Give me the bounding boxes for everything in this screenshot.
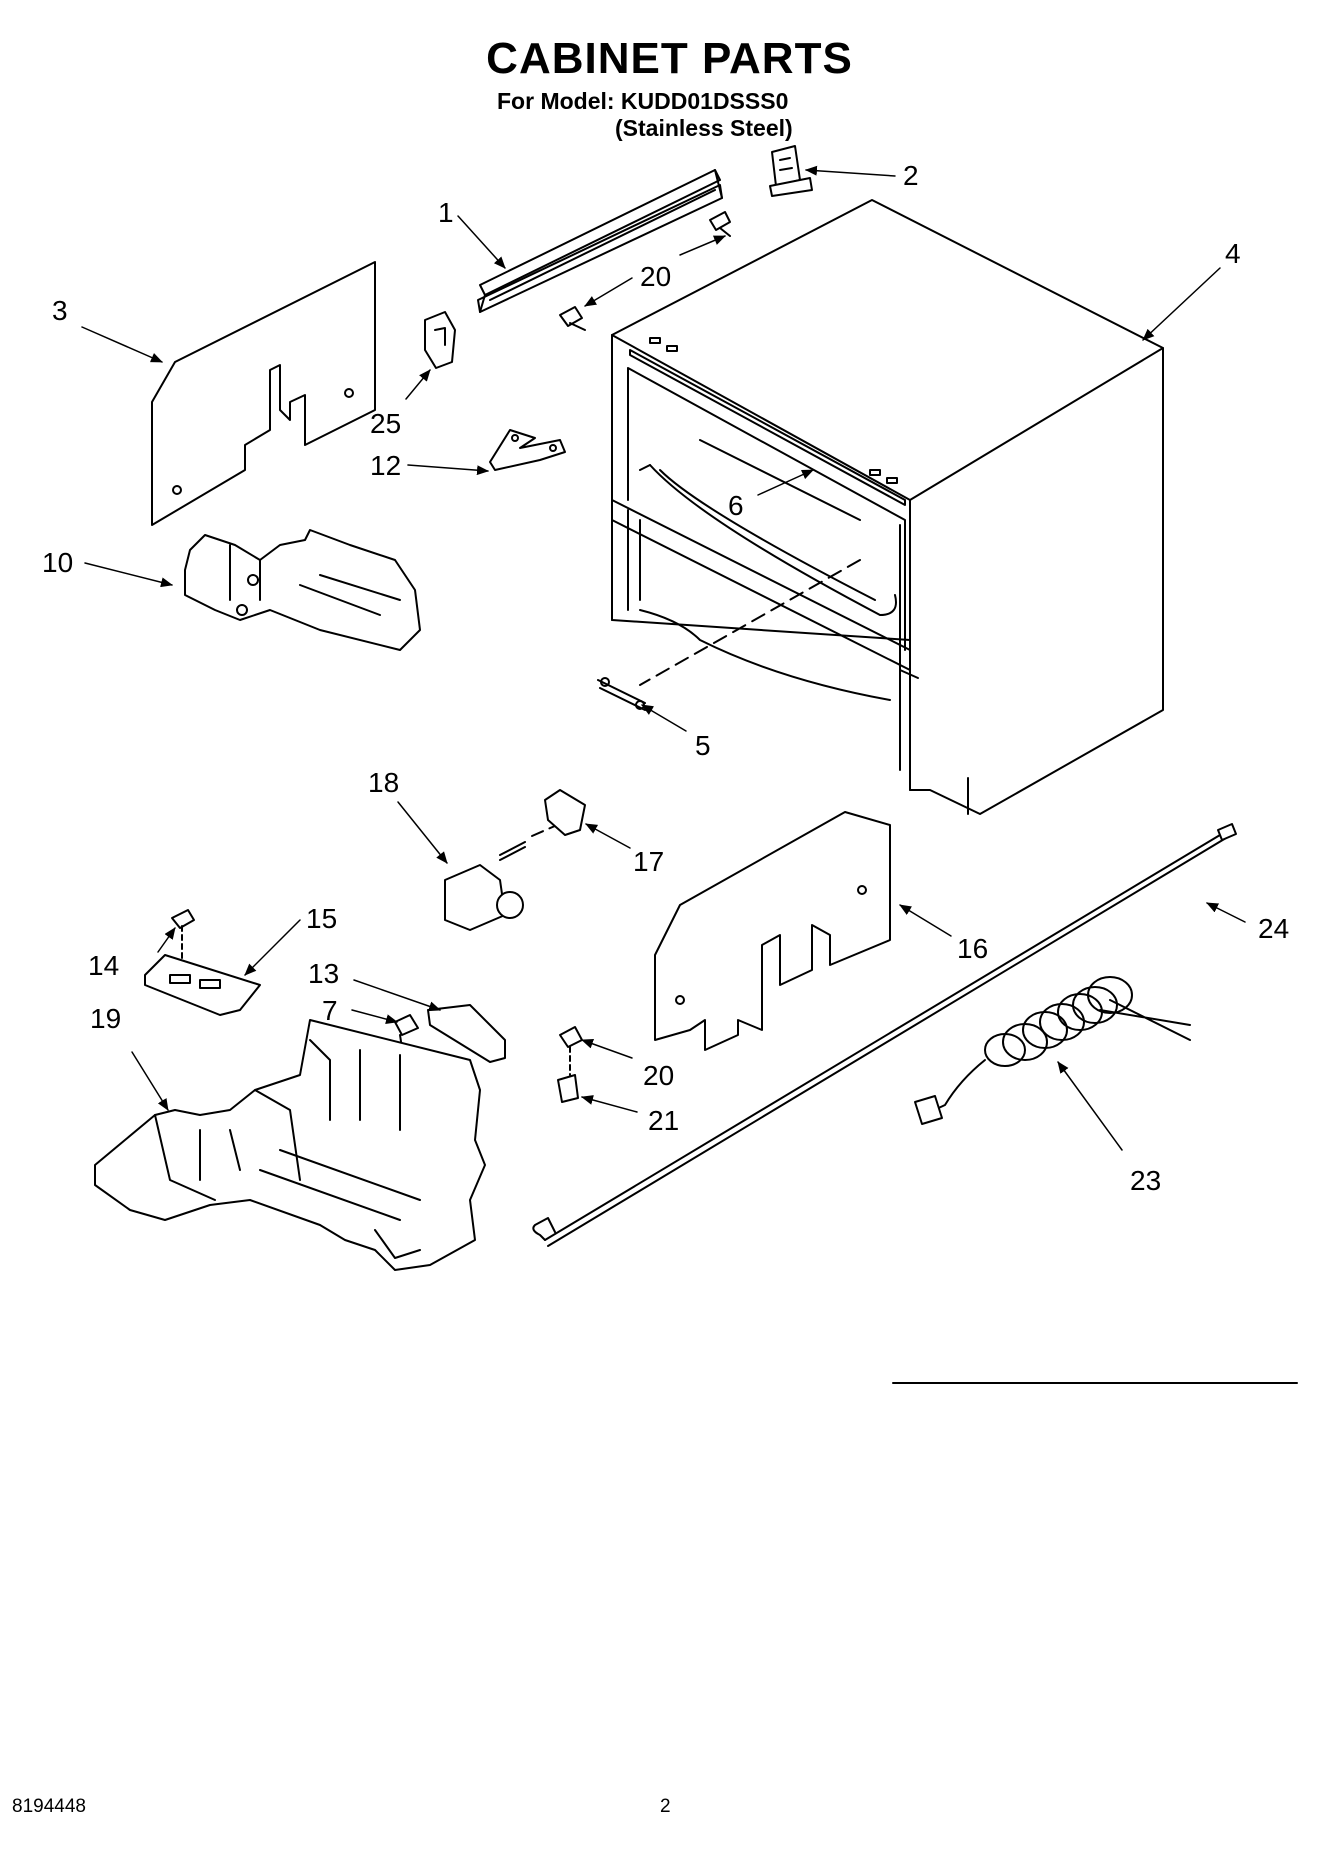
side-panel-part-16 [654, 811, 891, 1051]
screw-part-7 [394, 1014, 419, 1049]
callout-6: 6 [728, 490, 744, 521]
hinge-part-2 [769, 145, 813, 197]
screw-part-20-b [559, 1026, 583, 1076]
callout-16: 16 [957, 933, 988, 964]
clip-part-21 [557, 1074, 579, 1103]
callout-3: 3 [52, 295, 68, 326]
screw-part-20-a [559, 211, 731, 331]
callout-7: 7 [322, 995, 338, 1026]
callout-23: 23 [1130, 1165, 1161, 1196]
cabinet-box-part [611, 199, 1164, 815]
callout-4: 4 [1225, 238, 1241, 269]
base-part-19 [94, 1019, 486, 1271]
page-title: CABINET PARTS [486, 34, 853, 83]
bracket-part-12 [489, 429, 566, 471]
callout-5: 5 [695, 730, 711, 761]
callout-labels: 1 2 3 4 5 6 7 10 12 13 14 15 16 17 18 19… [42, 160, 1289, 1196]
screw-part-14 [171, 909, 195, 961]
pin-part-5 [597, 677, 646, 711]
tube-part-24 [532, 823, 1237, 1247]
power-cord-part-23 [914, 976, 1191, 1125]
document-number: 8194448 [12, 1796, 86, 1817]
callout-25: 25 [370, 408, 401, 439]
bracket-part-17 [544, 789, 586, 836]
callout-21: 21 [648, 1105, 679, 1136]
side-panel-part-3 [151, 261, 376, 526]
clip-part-13 [427, 1004, 506, 1063]
variant-line: (Stainless Steel) [615, 115, 793, 141]
callout-17: 17 [633, 846, 664, 877]
callout-1: 1 [438, 197, 454, 228]
callout-18: 18 [368, 767, 399, 798]
callout-14: 14 [88, 950, 119, 981]
page-number: 2 [660, 1796, 671, 1817]
model-line: For Model: KUDD01DSSS0 [497, 88, 789, 114]
callout-20-bottom: 20 [643, 1060, 674, 1091]
callout-19: 19 [90, 1003, 121, 1034]
callout-20-top: 20 [640, 261, 671, 292]
leader-arrows [81, 165, 1246, 1151]
callout-15: 15 [306, 903, 337, 934]
bracket-assembly-part-10 [184, 529, 421, 651]
callout-24: 24 [1258, 913, 1289, 944]
rail-part-1 [477, 169, 723, 313]
valve-part-18 [444, 814, 581, 931]
callout-12: 12 [370, 450, 401, 481]
clip-part-25 [424, 311, 456, 369]
callout-10: 10 [42, 547, 73, 578]
callout-13: 13 [308, 958, 339, 989]
board-part-15 [144, 954, 261, 1016]
callout-2: 2 [903, 160, 919, 191]
